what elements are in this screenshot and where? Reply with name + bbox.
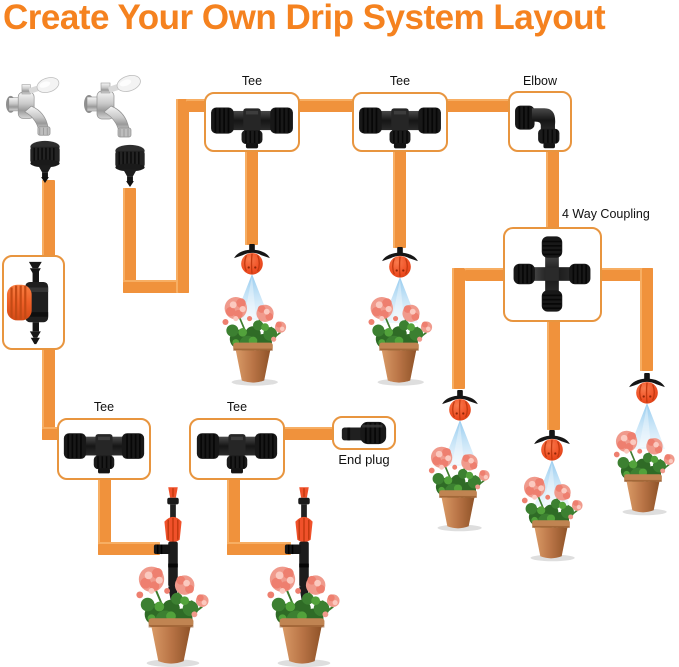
potted-plant	[121, 550, 221, 667]
four-way-coupling-icon	[511, 231, 593, 317]
mist-dripper-icon	[628, 373, 666, 405]
potted-plant	[417, 428, 499, 536]
potted-plant	[210, 278, 296, 390]
faucet-icon	[84, 74, 148, 144]
tee-label-2: Tee	[389, 74, 411, 88]
mist-dripper-icon	[441, 390, 479, 422]
tubing-tee1-tee2	[298, 99, 354, 112]
tubing-to-stake1	[98, 542, 160, 555]
tubing-faucet1-down	[42, 180, 55, 257]
elbow-label: Elbow	[522, 74, 558, 88]
elbow-fitting-icon	[514, 95, 564, 150]
potted-plant	[356, 278, 442, 390]
inline-valve-icon	[6, 260, 61, 346]
tee-fitting-icon	[358, 97, 442, 151]
tubing-to-stake2	[227, 542, 291, 555]
tee-fitting-icon	[63, 423, 145, 476]
faucet-adapter-icon	[27, 138, 63, 183]
mist-dripper-icon	[233, 244, 271, 276]
tubing-cross-left-drop	[452, 268, 465, 389]
potted-plant	[510, 458, 592, 566]
tubing-tee1-drop	[245, 150, 258, 245]
tubing-cross-bottom-drop	[547, 320, 560, 430]
tubing-cross-right-drop	[640, 268, 653, 371]
tubing-u-bottom	[123, 280, 189, 293]
faucet-icon	[6, 76, 66, 142]
potted-plant	[252, 550, 352, 667]
tee-fitting-icon	[210, 97, 294, 151]
tubing-into-tee1	[186, 99, 206, 112]
potted-plant	[602, 412, 679, 520]
tubing-tee4-endplug	[283, 427, 333, 440]
page-title: Create Your Own Drip System Layout	[3, 0, 606, 37]
tubing-cross-left	[465, 268, 505, 281]
tubing-valve-down	[42, 348, 55, 440]
tee-fitting-icon	[196, 423, 278, 476]
tubing-corner-to-tee3	[42, 427, 59, 440]
tubing-tee3-drop	[98, 478, 111, 555]
tubing-tee2-drop	[393, 150, 406, 248]
tee-label-4: Tee	[226, 400, 248, 414]
tubing-tee2-elbow	[446, 99, 510, 112]
end-plug-icon	[340, 419, 388, 447]
tee-label-1: Tee	[241, 74, 263, 88]
tubing-faucet2-down	[123, 188, 136, 293]
tubing-tee4-drop	[227, 478, 240, 555]
end-plug-label: End plug	[338, 452, 390, 467]
tubing-cross-right	[600, 268, 653, 281]
four-way-coupling-label: 4 Way Coupling	[562, 207, 650, 221]
mist-dripper-icon	[533, 430, 571, 462]
tubing-elbow-drop	[546, 150, 559, 228]
faucet-adapter-icon	[112, 142, 148, 187]
tee-label-3: Tee	[93, 400, 115, 414]
mist-dripper-icon	[381, 247, 419, 279]
tubing-riser	[176, 99, 189, 293]
